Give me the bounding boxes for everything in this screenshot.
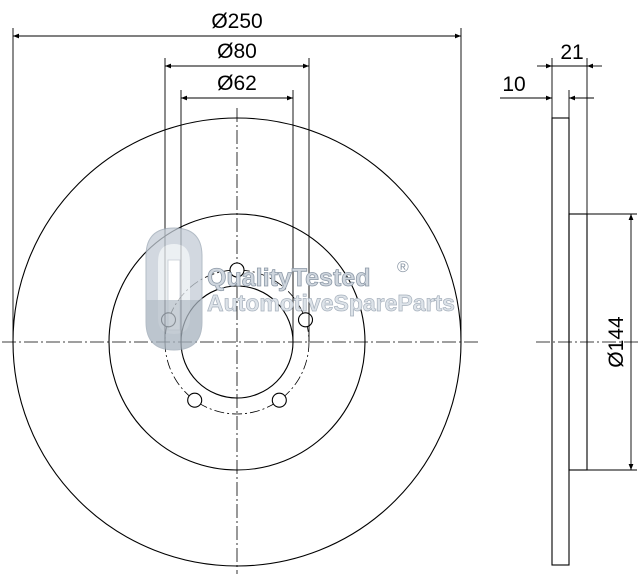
watermark-logo-icon xyxy=(145,227,203,351)
watermark-registered-mark: ® xyxy=(397,259,409,276)
bolt-hole xyxy=(271,392,287,408)
hub-diameter-label: Ø80 xyxy=(217,40,257,63)
bolt-hole xyxy=(187,392,203,408)
hat-diameter-label: Ø144 xyxy=(605,316,628,368)
outer-diameter-label: Ø250 xyxy=(211,10,262,33)
bolt-hole xyxy=(229,262,245,278)
watermark-title: QualityTested xyxy=(207,264,370,292)
hat-profile xyxy=(568,213,588,471)
total-height-label: 21 xyxy=(560,41,583,64)
watermark-subtitle: AutomotiveSpareParts xyxy=(207,290,455,316)
side-dimensions xyxy=(500,58,637,471)
quality-tested-watermark: QualityTested ® AutomotiveSpareParts xyxy=(145,227,455,351)
hat-circle xyxy=(108,213,366,471)
disc-friction-ring-profile xyxy=(551,117,570,566)
center-bore-label: Ø62 xyxy=(217,72,257,95)
center-lines xyxy=(2,108,638,574)
disc-thickness-label: 10 xyxy=(502,73,525,96)
disc-side-view xyxy=(551,117,588,566)
